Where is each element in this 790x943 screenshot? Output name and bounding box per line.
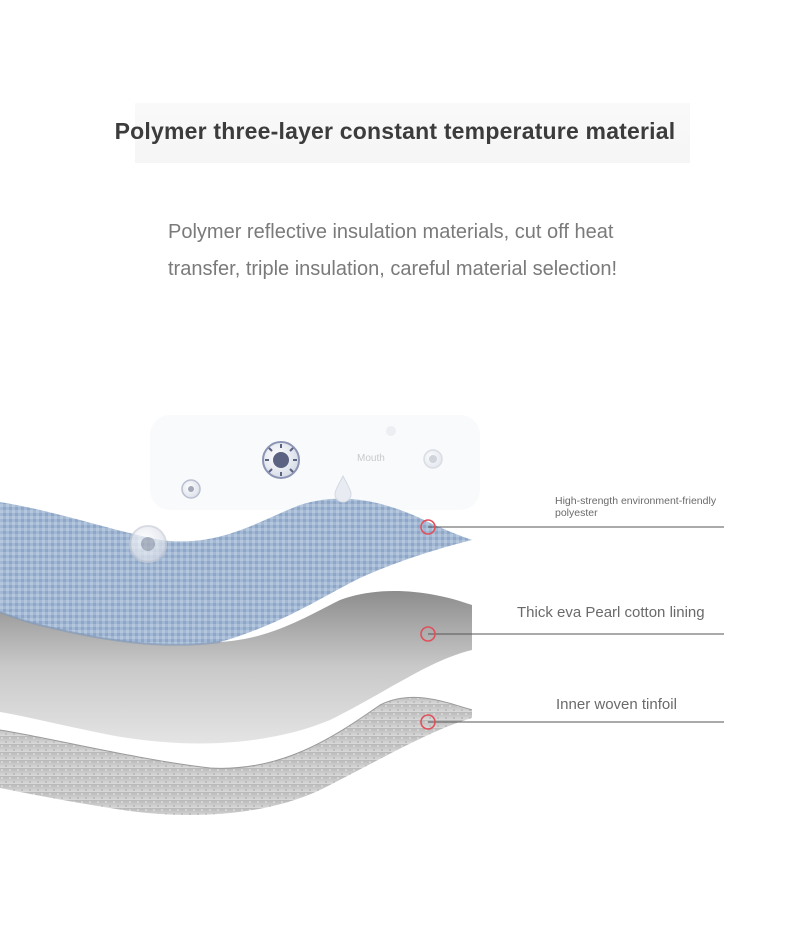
- polyester-layer: [0, 498, 472, 645]
- pearl-cotton-layer: [0, 590, 472, 744]
- bubble-label: Mouth: [357, 453, 385, 464]
- layer-illustration: [0, 415, 724, 815]
- layer-label-tinfoil: Inner woven tinfoil: [556, 696, 677, 713]
- title-band: [135, 103, 690, 163]
- page-title: Polymer three-layer constant temperature…: [114, 118, 676, 144]
- subtitle-line-2: transfer, triple insulation, careful mat…: [168, 258, 618, 280]
- small-bubble: [386, 426, 396, 436]
- virus-icon: [262, 441, 300, 479]
- water-drop-icon: [334, 474, 352, 503]
- marker-1: [420, 519, 436, 535]
- layer-label-polyester-line-2: polyester: [555, 507, 598, 519]
- layer-label-polyester-line-1: High-strength environment-friendly: [555, 495, 717, 507]
- layer-label-polyester: High-strength environment-friendly polye…: [555, 495, 735, 519]
- page-subtitle: Polymer reflective insulation materials,…: [168, 214, 668, 288]
- tinfoil-layer: [0, 697, 472, 815]
- subtitle-line-1: Polymer reflective insulation materials,…: [168, 221, 614, 243]
- virus-icon: [181, 479, 201, 499]
- marker-3: [420, 714, 436, 730]
- haze: [150, 415, 480, 510]
- marker-2: [420, 626, 436, 642]
- bacteria-icon: [423, 449, 443, 469]
- layer-label-pearl-cotton: Thick eva Pearl cotton lining: [517, 604, 705, 621]
- virus-icon: [129, 525, 167, 563]
